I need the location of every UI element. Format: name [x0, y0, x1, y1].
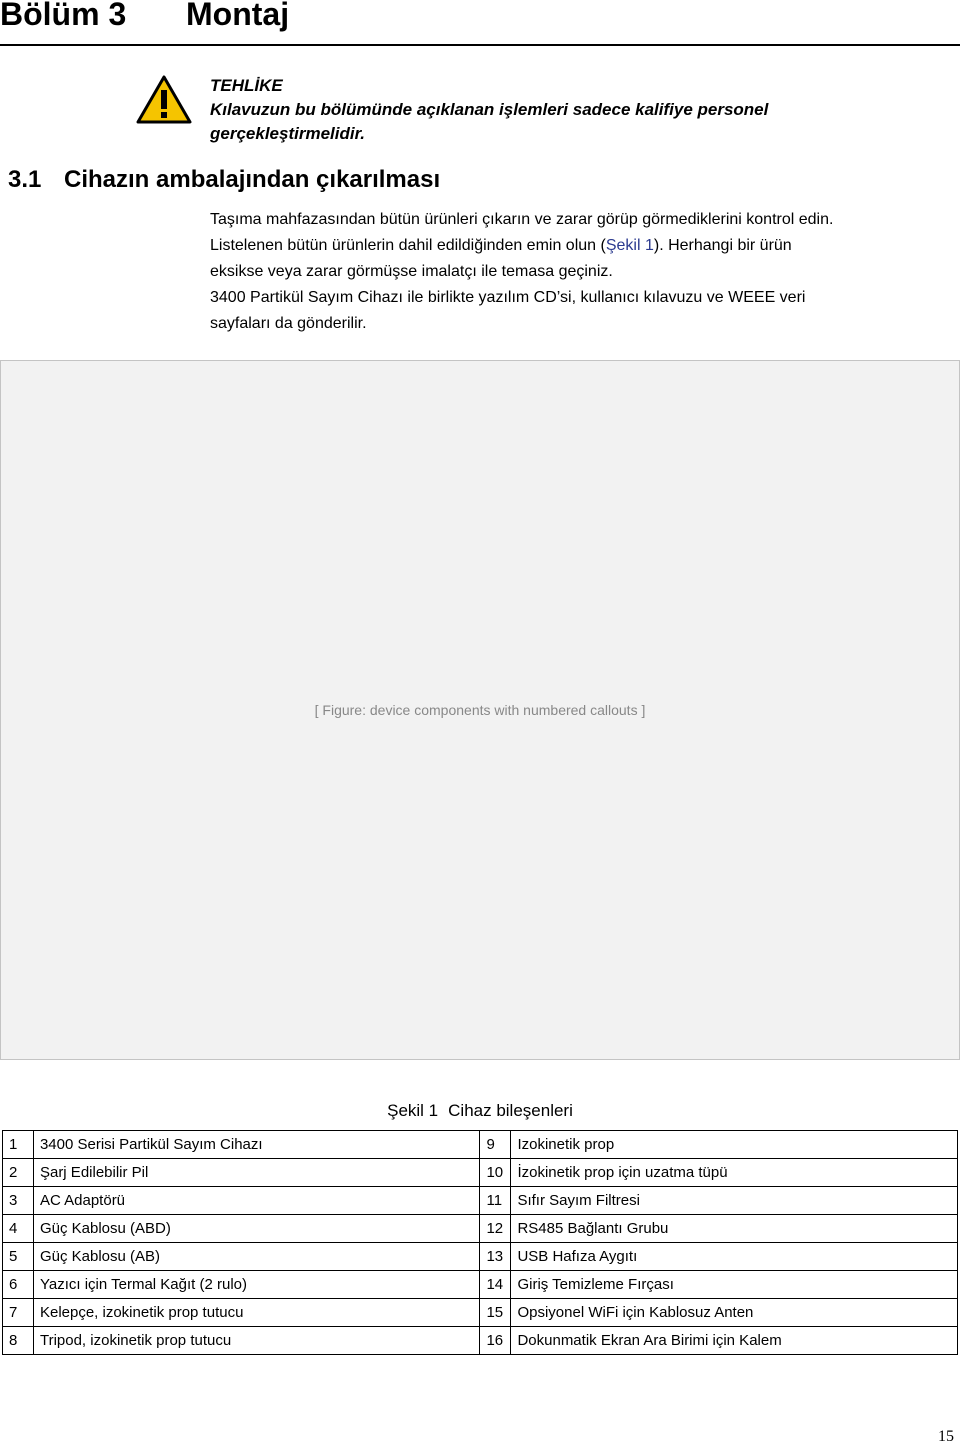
part-number: 9 [479, 1130, 512, 1159]
shipping-note-paragraph: 3400 Partikül Sayım Cihazı ile birlikte … [210, 285, 930, 337]
part-label: Güç Kablosu (ABD) [32, 1214, 481, 1243]
part-number: 6 [2, 1270, 34, 1299]
part-number: 14 [479, 1270, 512, 1299]
section-heading: 3.1 Cihazın ambalajından çıkarılması [8, 166, 440, 194]
part-label: Giriş Temizleme Fırçası [510, 1270, 958, 1299]
part-label: Izokinetik prop [510, 1130, 958, 1159]
part-number: 4 [2, 1214, 34, 1243]
part-label: Sıfır Sayım Filtresi [510, 1186, 958, 1215]
warning-title: TEHLİKE [210, 76, 283, 95]
danger-warning: TEHLİKE Kılavuzun bu bölümünde açıklanan… [136, 72, 936, 143]
part-label: Şarj Edilebilir Pil [32, 1158, 481, 1187]
paragraph-line: 3400 Partikül Sayım Cihazı ile birlikte … [210, 289, 806, 306]
part-number: 8 [2, 1326, 34, 1355]
part-number: 1 [2, 1130, 34, 1159]
chapter-number: Bölüm 3 [0, 0, 127, 32]
part-number: 10 [479, 1158, 512, 1187]
figure-caption: Şekil 1 Cihaz bileşenleri [0, 1101, 960, 1121]
part-label: Opsiyonel WiFi için Kablosuz Anten [510, 1298, 958, 1327]
part-number: 2 [2, 1158, 34, 1187]
warning-line: gerçekleştirmelidir. [210, 124, 365, 143]
section-number: 3.1 [8, 166, 42, 193]
intro-paragraph: Taşıma mahfazasından bütün ürünleri çıka… [210, 207, 930, 285]
paragraph-line: Listelenen bütün ürünlerin dahil edildiğ… [210, 233, 930, 259]
figure-caption-text: Cihaz bileşenleri [448, 1101, 573, 1120]
figure-device-components: [ Figure: device components with numbere… [0, 360, 960, 1060]
paragraph-line: eksikse veya zarar görmüşse imalatçı ile… [210, 263, 613, 280]
warning-line: Kılavuzun bu bölümünde açıklanan işlemle… [210, 100, 769, 119]
part-label: Güç Kablosu (AB) [32, 1242, 481, 1271]
part-label: 3400 Serisi Partikül Sayım Cihazı [32, 1130, 481, 1159]
part-label: Yazıcı için Termal Kağıt (2 rulo) [32, 1270, 481, 1299]
paragraph-line: sayfaları da gönderilir. [210, 315, 367, 332]
figure-caption-label: Şekil 1 [387, 1101, 439, 1120]
part-label: USB Hafıza Aygıtı [510, 1242, 958, 1271]
part-number: 15 [479, 1298, 512, 1327]
part-number: 3 [2, 1186, 34, 1215]
part-number: 13 [479, 1242, 512, 1271]
part-label: Kelepçe, izokinetik prop tutucu [32, 1298, 481, 1327]
part-number: 5 [2, 1242, 34, 1271]
warning-triangle-icon [136, 75, 192, 124]
paragraph-line: Taşıma mahfazasından bütün ürünleri çıka… [210, 211, 834, 228]
part-number: 7 [2, 1298, 34, 1327]
part-number: 11 [479, 1186, 512, 1215]
paragraph-text: ). Herhangi bir ürün [653, 237, 792, 254]
chapter-title: Montaj [186, 0, 290, 32]
part-number: 16 [479, 1326, 512, 1355]
section-title: Cihazın ambalajından çıkarılması [64, 166, 441, 193]
chapter-header: Bölüm 3 Montaj [0, 0, 960, 46]
part-label: Dokunmatik Ekran Ara Birimi için Kalem [510, 1326, 958, 1355]
part-label: AC Adaptörü [32, 1186, 481, 1215]
warning-text: TEHLİKE Kılavuzun bu bölümünde açıklanan… [210, 74, 768, 146]
part-label: Tripod, izokinetik prop tutucu [32, 1326, 481, 1355]
page-number: 15 [938, 1428, 954, 1445]
part-label: RS485 Bağlantı Grubu [510, 1214, 958, 1243]
part-number: 12 [479, 1214, 512, 1243]
part-label: İzokinetik prop için uzatma tüpü [510, 1158, 958, 1187]
figure-reference-link[interactable]: Şekil 1 [605, 237, 654, 254]
paragraph-text: Listelenen bütün ürünlerin dahil edildiğ… [210, 237, 606, 254]
